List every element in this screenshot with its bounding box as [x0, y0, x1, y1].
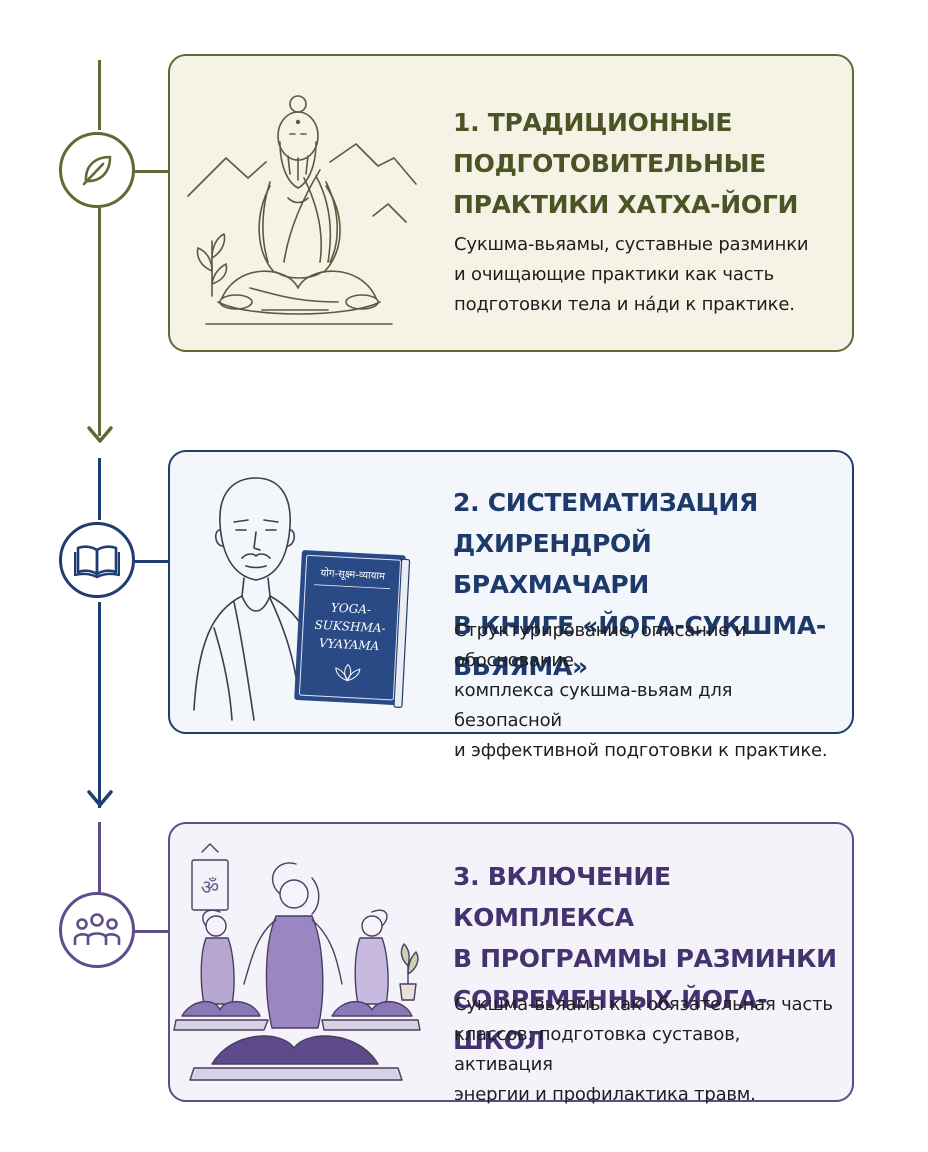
timeline-line	[98, 602, 101, 808]
timeline-line	[98, 60, 101, 130]
step-2-description: Структурирование, описание и обоснование…	[454, 620, 828, 761]
step-2-node	[59, 522, 135, 598]
step-3-title: 3. ВКЛЮЧЕНИЕ КОМПЛЕКСА В ПРОГРАММЫ РАЗМИ…	[453, 862, 837, 1055]
open-book-icon	[74, 545, 120, 579]
step-2-title: 2. СИСТЕМАТИЗАЦИЯ ДХИРЕНДРОЙ БРАХМАЧАРИ …	[453, 488, 826, 681]
meditating-yogi-illustration	[187, 95, 417, 325]
lotus-icon	[335, 663, 361, 682]
group-icon	[73, 913, 121, 945]
step-3-node	[59, 892, 135, 968]
om-symbol: ॐ	[201, 875, 219, 899]
leaf-icon	[82, 155, 112, 186]
arrow-down-icon	[87, 426, 113, 443]
timeline-line	[98, 208, 101, 436]
step-1-node	[59, 132, 135, 208]
book-title-line-2: SUKSHMA-	[314, 618, 386, 636]
step-2-card: योग-सूक्ष्म-व्यायाम YOGA- SUKSHMA- VYAYA…	[168, 450, 854, 761]
step-3-card: ॐ	[168, 822, 854, 1105]
step-1-description: Сукшма-вьяамы, суставные разминки и очищ…	[454, 234, 809, 315]
book-title-line-3: VYAYAMA	[319, 636, 380, 653]
step-3-description: Сукшма-вьяамы как обязательная часть кла…	[454, 994, 833, 1105]
dhirendra-brahmachari-portrait-illustration: योग-सूक्ष्म-व्यायाम YOGA- SUKSHMA- VYAYA…	[193, 477, 411, 721]
step-1-card: 1. ТРАДИЦИОННЫЕ ПОДГОТОВИТЕЛЬНЫЕ ПРАКТИК…	[168, 54, 854, 352]
connector-stub	[135, 170, 169, 173]
yoga-class-illustration: ॐ	[173, 843, 421, 1081]
timeline-line	[98, 822, 101, 892]
connector-stub	[135, 560, 169, 563]
arrow-down-icon	[87, 790, 113, 807]
timeline-line	[98, 458, 101, 520]
book-devanagari-title: योग-सूक्ष्म-व्यायाम	[320, 567, 386, 582]
connector-stub	[135, 930, 169, 933]
book-title-line-1: YOGA-	[331, 601, 372, 617]
step-1-title: 1. ТРАДИЦИОННЫЕ ПОДГОТОВИТЕЛЬНЫЕ ПРАКТИК…	[453, 108, 799, 219]
